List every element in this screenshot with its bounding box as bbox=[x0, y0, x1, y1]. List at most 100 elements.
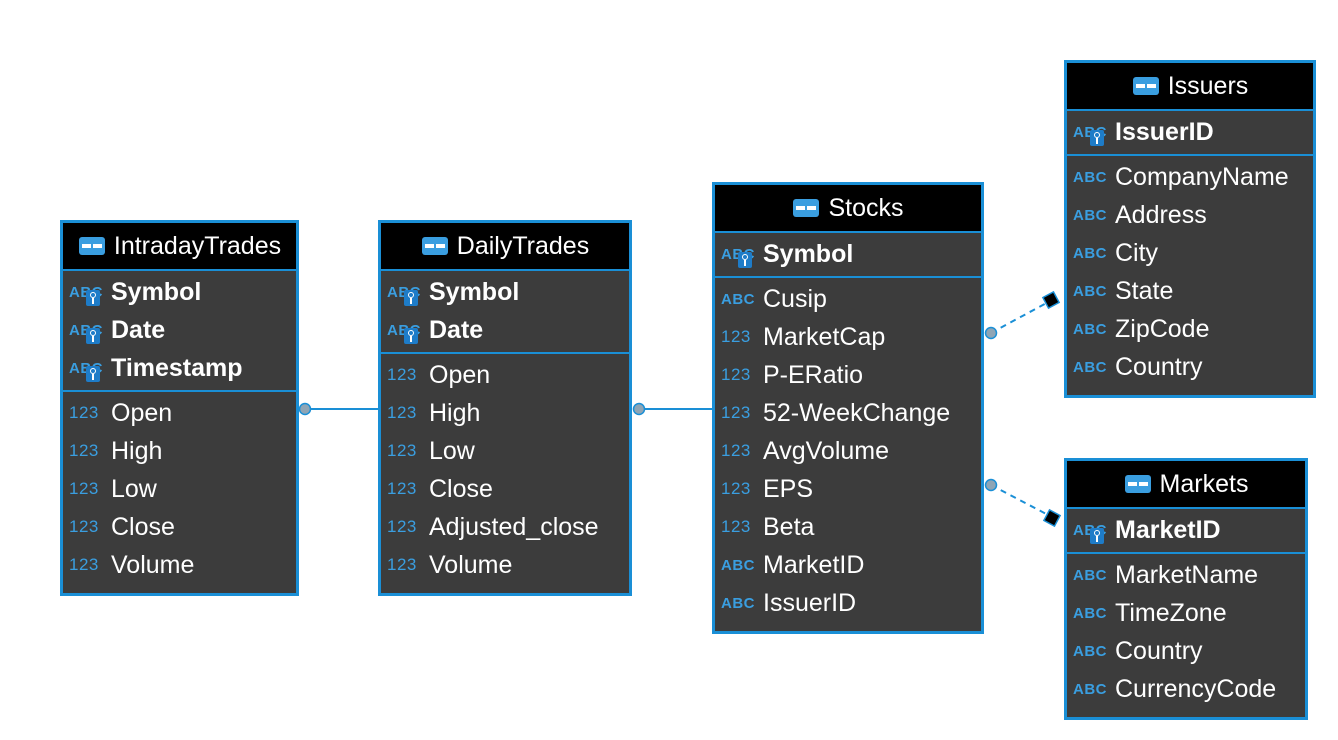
key-column-row[interactable]: ABCDate bbox=[381, 311, 629, 349]
relationship-endpoint-circle bbox=[984, 478, 998, 492]
key-column-row[interactable]: ABCDate bbox=[63, 311, 296, 349]
column-name: High bbox=[429, 398, 481, 427]
type-label: 123 bbox=[69, 441, 99, 460]
column-name: Beta bbox=[763, 512, 815, 541]
column-row[interactable]: 123 EPS bbox=[715, 470, 981, 508]
table-icon bbox=[793, 199, 820, 217]
text-type-icon: ABC bbox=[69, 284, 107, 306]
entity-header[interactable]: DailyTrades bbox=[381, 223, 629, 271]
entity-header[interactable]: Stocks bbox=[715, 185, 981, 233]
numeric-type-icon: 123 bbox=[721, 441, 759, 461]
key-column-row[interactable]: ABCSymbol bbox=[63, 273, 296, 311]
numeric-type-icon: 123 bbox=[721, 365, 759, 385]
column-name: Low bbox=[429, 436, 475, 465]
column-name: State bbox=[1115, 276, 1174, 305]
numeric-type-icon: 123 bbox=[387, 517, 425, 537]
entity-header[interactable]: IntradayTrades bbox=[63, 223, 296, 271]
relationship-endpoint-circle bbox=[984, 326, 998, 340]
column-name: P-ERatio bbox=[763, 360, 864, 389]
key-column-row[interactable]: ABCSymbol bbox=[381, 273, 629, 311]
column-name: Volume bbox=[429, 550, 513, 579]
primary-keys-section: ABCSymbol bbox=[715, 233, 981, 278]
primary-keys-section: ABCSymbolABCDate bbox=[381, 271, 629, 354]
text-type-icon: ABC bbox=[1073, 643, 1111, 660]
column-name: MarketName bbox=[1115, 560, 1259, 589]
type-label: 123 bbox=[721, 327, 751, 346]
type-label: ABC bbox=[1073, 642, 1107, 660]
text-type-icon: ABC bbox=[1073, 567, 1111, 584]
numeric-type-icon: 123 bbox=[721, 517, 759, 537]
primary-key-icon bbox=[1090, 129, 1104, 146]
entity-issuers[interactable]: IssuersABCIssuerIDABCCompanyNameABCAddre… bbox=[1064, 60, 1316, 398]
text-type-icon: ABC bbox=[1073, 681, 1111, 698]
numeric-type-icon: 123 bbox=[721, 327, 759, 347]
text-type-icon: ABC bbox=[387, 322, 425, 344]
relationship-stocks-issuers[interactable] bbox=[990, 299, 1053, 334]
primary-key-icon bbox=[404, 289, 418, 306]
relationship-stocks-markets[interactable] bbox=[990, 484, 1053, 518]
numeric-type-icon: 123 bbox=[69, 517, 107, 537]
type-label: 123 bbox=[69, 517, 99, 536]
text-type-icon: ABC bbox=[721, 557, 759, 574]
entity-dailytrades[interactable]: DailyTradesABCSymbolABCDate123Open123Hig… bbox=[378, 220, 632, 596]
entity-markets[interactable]: MarketsABCMarketIDABCMarketNameABCTimeZo… bbox=[1064, 458, 1308, 720]
column-name: IssuerID bbox=[1115, 117, 1214, 146]
column-name: CompanyName bbox=[1115, 162, 1289, 191]
type-label: 123 bbox=[387, 479, 417, 498]
column-name: Country bbox=[1115, 636, 1203, 665]
entity-title: Markets bbox=[1159, 469, 1249, 498]
text-type-icon: ABC bbox=[1073, 605, 1111, 622]
type-label: ABC bbox=[1073, 206, 1107, 224]
column-name: EPS bbox=[763, 474, 814, 503]
key-column-row[interactable]: ABCTimestamp bbox=[63, 349, 296, 387]
type-label: 123 bbox=[69, 555, 99, 574]
column-row[interactable]: ABC Country bbox=[1067, 632, 1305, 670]
entity-title: DailyTrades bbox=[456, 231, 590, 260]
type-label: 123 bbox=[387, 517, 417, 536]
table-icon bbox=[1124, 475, 1151, 493]
type-label: 123 bbox=[721, 479, 751, 498]
numeric-type-icon: 123 bbox=[387, 479, 425, 499]
entity-stocks[interactable]: StocksABCSymbolABCCusip123MarketCap123P-… bbox=[712, 182, 984, 634]
entity-intradaytrades[interactable]: IntradayTradesABCSymbolABCDateABCTimesta… bbox=[60, 220, 299, 596]
key-column-row[interactable]: ABCSymbol bbox=[715, 235, 981, 273]
entity-header[interactable]: Issuers bbox=[1067, 63, 1313, 111]
table-icon bbox=[78, 237, 105, 255]
primary-key-icon bbox=[86, 365, 100, 382]
entity-header[interactable]: Markets bbox=[1067, 461, 1305, 509]
